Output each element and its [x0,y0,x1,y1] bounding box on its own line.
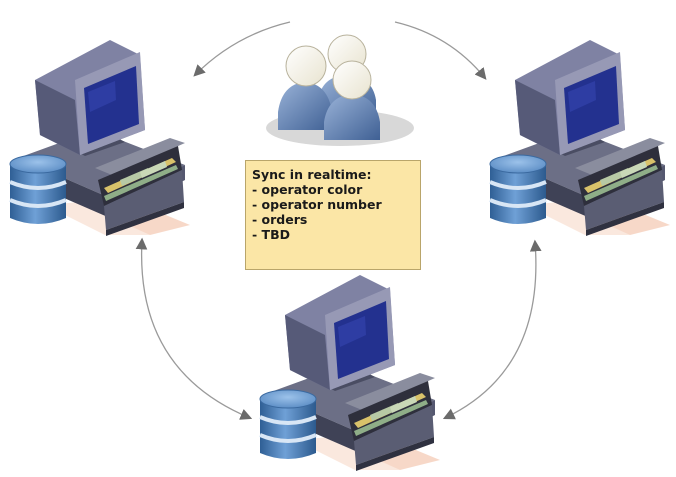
pos-terminal-icon [488,38,672,238]
note-item: - orders [252,212,308,227]
sync-arrow [442,239,542,420]
note-item: - TBD [252,227,290,242]
note-item: - operator color [252,182,363,197]
note-title: Sync in realtime: [252,167,372,182]
pos-terminal-icon [258,273,442,473]
users-group-icon [266,34,414,146]
note-item: - operator number [252,197,382,212]
pos-terminal-icon [8,38,192,238]
sync-note: Sync in realtime: - operator color - ope… [245,160,421,270]
sync-arrow [394,21,487,80]
sync-arrow [135,237,253,420]
sync-arrow [193,21,291,77]
